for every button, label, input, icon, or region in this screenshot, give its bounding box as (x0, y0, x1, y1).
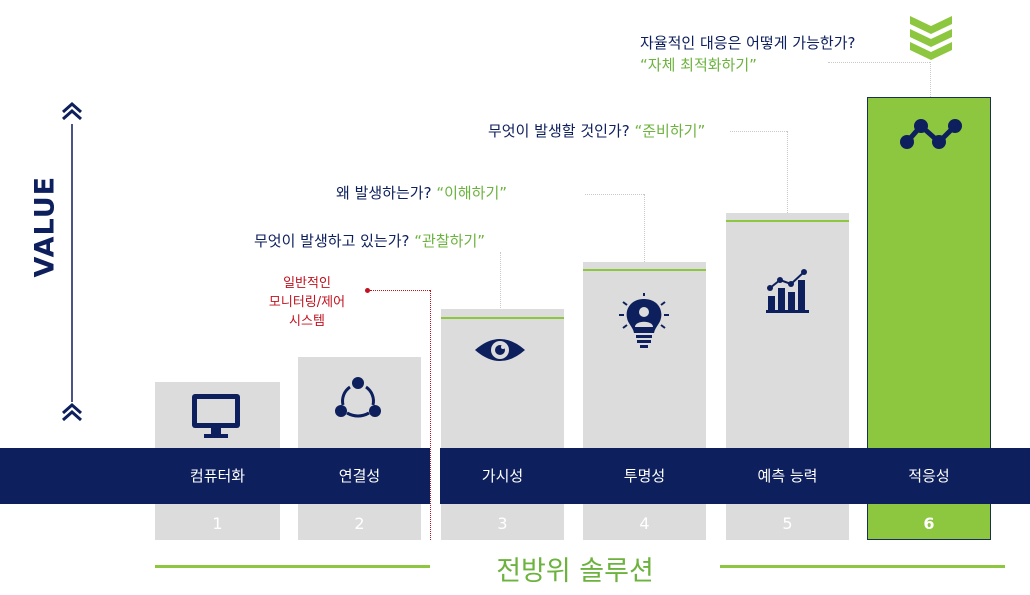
stage-number-1: 1 (212, 514, 223, 533)
leader-observe (500, 252, 501, 308)
monitor-icon (192, 394, 240, 438)
stage-label-4: 투명성 (623, 467, 666, 485)
leader-understand-h (585, 194, 644, 195)
footer-line-right (720, 565, 1005, 568)
stage-number-4: 4 (639, 514, 650, 533)
monitoring-leader-h (370, 290, 430, 291)
question-text: 무엇이 발생하고 있는가? (254, 232, 410, 250)
answer-text: “이해하기” (436, 184, 508, 202)
stage-label-5: 예측 능력 (757, 467, 818, 485)
question-understand: 왜 발생하는가? “이해하기” (336, 182, 507, 203)
stage-label-2: 연결성 (338, 467, 381, 485)
monitoring-leader-v (430, 290, 431, 540)
leader-prepare-h (730, 131, 787, 132)
stage-label-6: 적응성 (908, 467, 950, 485)
leader-prepare-v (787, 131, 788, 213)
leader-understand-v (644, 194, 645, 262)
axis-label: VALUE (29, 175, 61, 278)
footer-line-left (155, 565, 430, 568)
footer-title: 전방위 솔루션 (496, 556, 654, 587)
leader-optimize-h (828, 62, 930, 63)
stage-label-3: 가시성 (481, 467, 524, 485)
stage-label-1: 컴퓨터화 (189, 467, 246, 485)
answer-text: “관찰하기” (414, 232, 486, 250)
network-path-icon (900, 119, 962, 149)
axis-arrows-icon (62, 101, 82, 422)
answer-text: “준비하기” (634, 122, 706, 140)
question-text: 왜 발생하는가? (336, 184, 432, 202)
stage-band (0, 448, 1030, 504)
connected-nodes-icon (335, 377, 381, 418)
monitoring-pointer-dot (365, 288, 370, 293)
band-divider (430, 448, 440, 504)
stage-number-5: 5 (782, 514, 793, 533)
question-text: 무엇이 발생할 것인가? (488, 122, 630, 140)
leader-optimize-v (930, 62, 931, 97)
eye-icon (475, 339, 525, 361)
stage-number-2: 2 (354, 514, 365, 533)
answer-text: “자체 최적화하기” (640, 56, 757, 74)
question-optimize: 자율적인 대응은 어떻게 가능한가? “자체 최적화하기” (640, 32, 855, 76)
bar-chart-trend-icon (766, 269, 809, 313)
lightbulb-person-icon (619, 293, 669, 348)
question-prepare: 무엇이 발생할 것인가? “준비하기” (488, 120, 705, 141)
value-axis (60, 100, 85, 430)
stage-number-6: 6 (923, 514, 935, 533)
stage-number-3: 3 (497, 514, 508, 533)
question-observe: 무엇이 발생하고 있는가? “관찰하기” (254, 230, 485, 251)
chevrons-down-icon (910, 16, 952, 60)
question-text: 자율적인 대응은 어떻게 가능한가? (640, 34, 856, 52)
